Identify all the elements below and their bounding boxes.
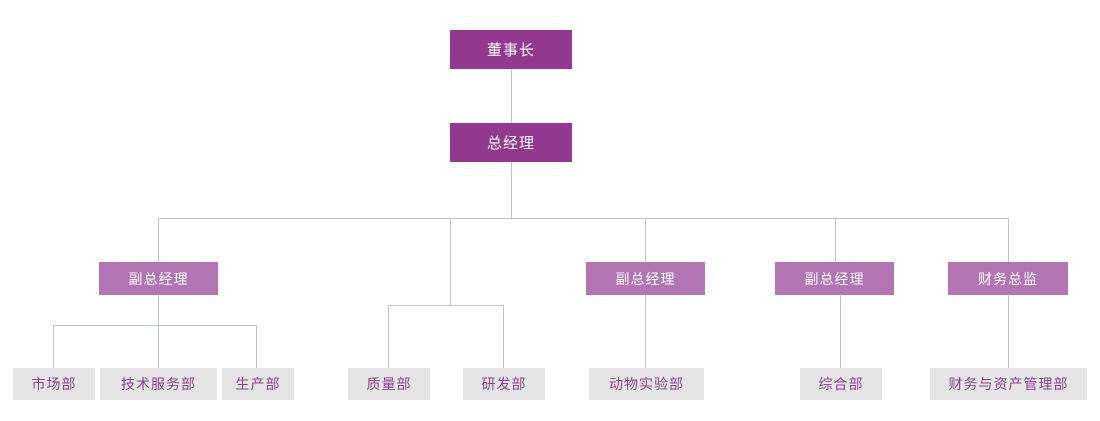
node-production-dept[interactable]: 生产部	[222, 368, 294, 400]
node-general-manager[interactable]: 总经理	[450, 123, 572, 162]
connector-bus-to-branch2	[450, 218, 451, 305]
connector-main-bus	[158, 218, 1009, 219]
node-cfo[interactable]: 财务总监	[948, 262, 1068, 295]
connector-branch2-bus	[388, 305, 504, 306]
node-vice-general-manager-3[interactable]: 副总经理	[775, 262, 894, 295]
node-vice-general-manager-2[interactable]: 副总经理	[586, 262, 705, 295]
node-tech-service-dept[interactable]: 技术服务部	[100, 368, 217, 400]
connector-vp2-to-animallab	[645, 295, 646, 368]
connector-chairman-to-gm	[511, 69, 512, 123]
node-chairman[interactable]: 董事长	[450, 30, 572, 69]
connector-bus-to-vp2	[645, 218, 646, 262]
connector-gm-down	[511, 162, 512, 218]
connector-branch2-to-rnd	[503, 305, 504, 368]
connector-bus-to-vp3	[835, 218, 836, 262]
node-animal-lab-dept[interactable]: 动物实验部	[589, 368, 704, 400]
connector-vp1-to-production	[256, 325, 257, 368]
connector-bus-to-vp1	[158, 218, 159, 262]
node-general-affairs-dept[interactable]: 综合部	[800, 368, 882, 400]
node-finance-asset-dept[interactable]: 财务与资产管理部	[930, 368, 1087, 400]
node-rnd-dept[interactable]: 研发部	[463, 368, 545, 400]
connector-vp1-to-techservice	[158, 325, 159, 368]
connector-branch2-to-quality	[388, 305, 389, 368]
node-marketing-dept[interactable]: 市场部	[13, 368, 95, 400]
connector-vp3-to-generalaffairs	[840, 295, 841, 368]
connector-vp1-to-marketing	[53, 325, 54, 368]
node-vice-general-manager-1[interactable]: 副总经理	[99, 262, 218, 295]
node-quality-dept[interactable]: 质量部	[348, 368, 430, 400]
connector-bus-to-cfo	[1008, 218, 1009, 262]
connector-cfo-to-financeasset	[1008, 295, 1009, 368]
connector-vp1-bus	[53, 325, 257, 326]
connector-vp1-down	[158, 295, 159, 325]
